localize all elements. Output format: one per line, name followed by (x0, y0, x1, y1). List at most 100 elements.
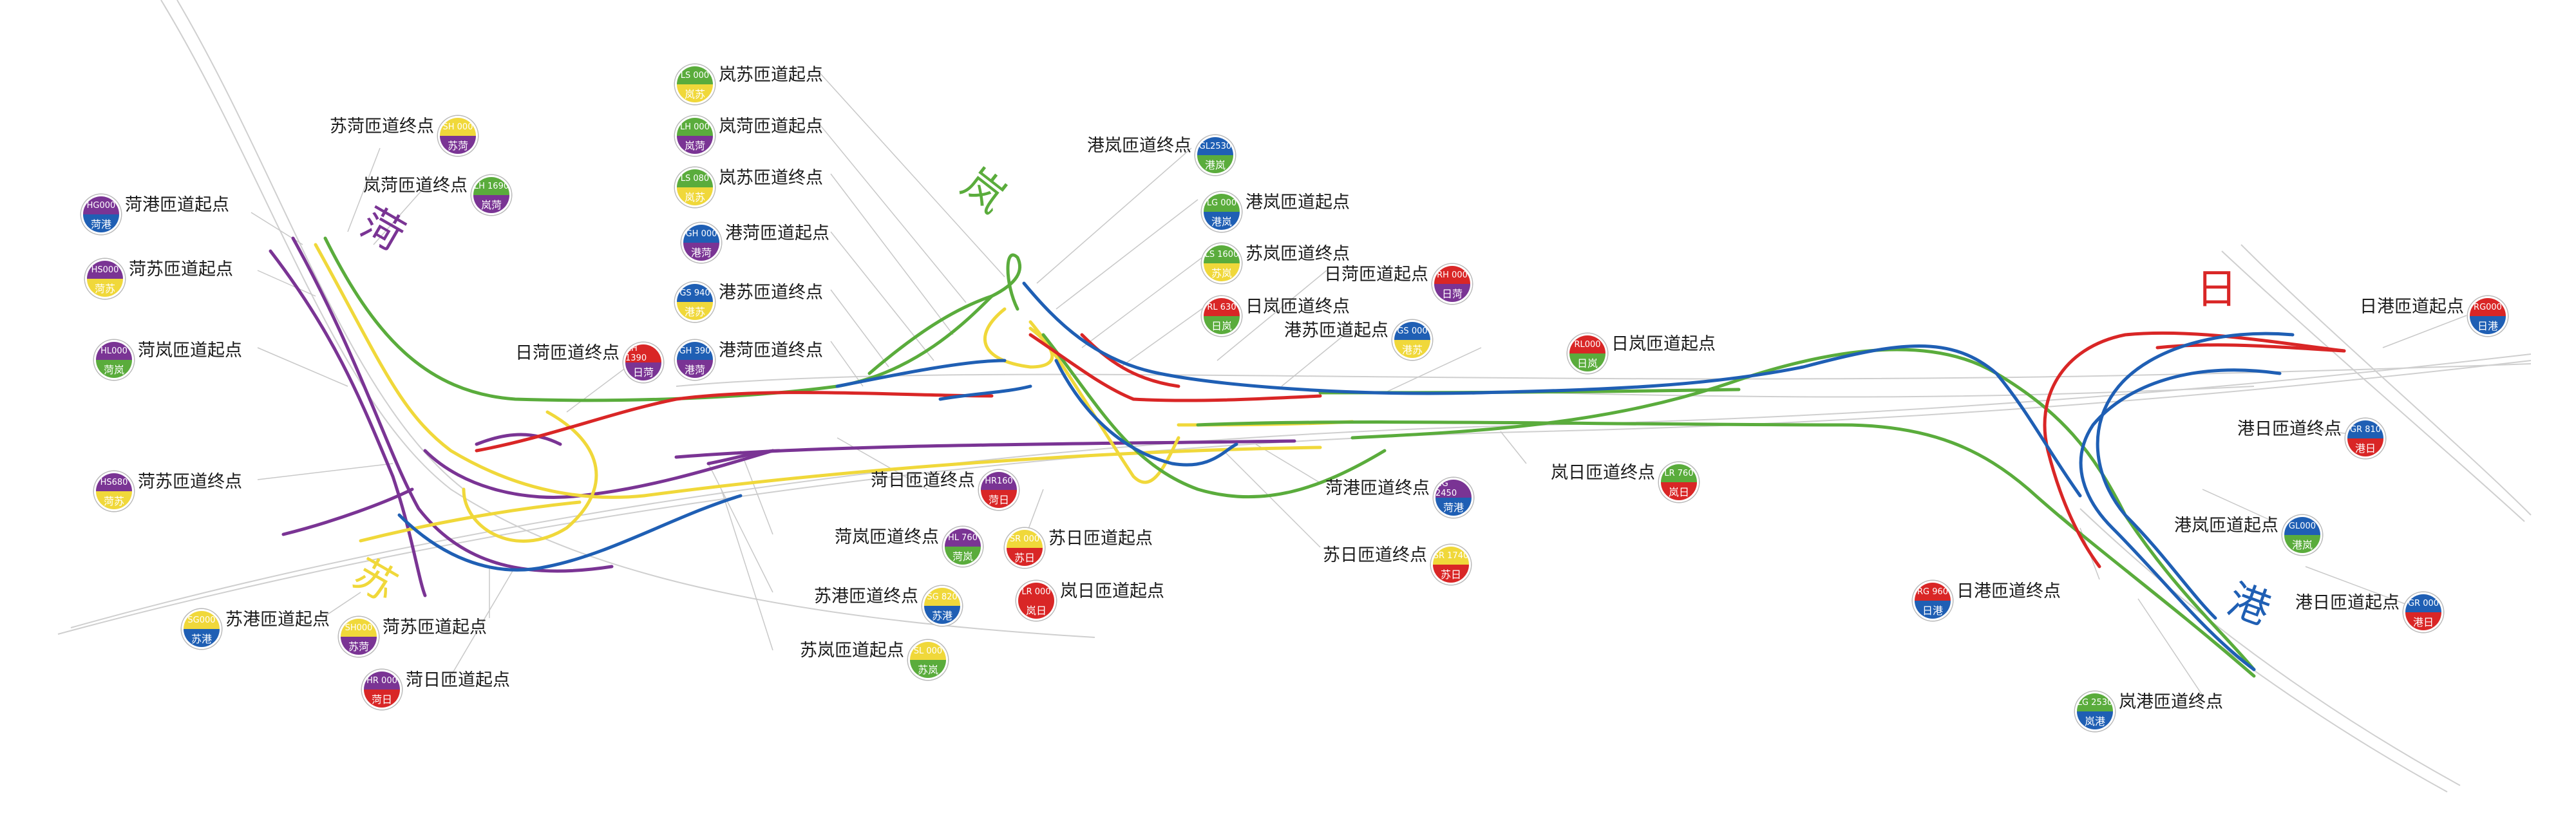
leader-line (740, 450, 773, 535)
mainline-edge (2221, 250, 2525, 522)
marker-direction: 日港 (1915, 601, 1951, 619)
ramp-marker-label: 岚日匝道终点 (1551, 463, 1655, 483)
leader-line (1255, 444, 1321, 484)
ramp-marker-label: 菏日匝道起点 (406, 670, 510, 690)
marker-code: LR 000 (1018, 583, 1054, 601)
marker-direction: 岚菏 (677, 136, 713, 154)
marker-code: SR 000 (1007, 530, 1043, 548)
ramp-marker-label: 港日匝道终点 (2237, 419, 2342, 439)
ramp-yellow (642, 446, 1322, 498)
marker-code: GR 000 (2405, 594, 2441, 612)
ramp-marker-label: 港苏匝道终点 (719, 283, 823, 303)
ramp-blue (2079, 368, 2282, 671)
marker-code: LS 000 (677, 66, 713, 84)
ramp-marker-label: 日岚匝道终点 (1245, 297, 1350, 317)
leader-line (1500, 431, 1527, 464)
marker-code: SG 820 (924, 588, 960, 606)
mainline-edge (160, 0, 1095, 638)
leader-line (1217, 270, 1327, 361)
ramp-marker-label: 菏港匝道起点 (125, 195, 229, 215)
marker-code: RH 000 (1434, 266, 1470, 284)
ramp-marker-label: 苏日匝道起点 (1048, 529, 1153, 549)
ramp-red (1080, 333, 1180, 388)
marker-direction: 菏岚 (96, 360, 132, 378)
leader-line (321, 592, 361, 619)
marker-direction: 港日 (2405, 612, 2441, 630)
ramp-marker-label: 岚苏匝道终点 (719, 168, 823, 188)
ramp-blue (2096, 332, 2295, 620)
marker-direction: 菏苏 (96, 491, 132, 509)
marker-direction: 港日 (2347, 438, 2383, 456)
marker-code: GL000 (2284, 517, 2320, 535)
leader-line (373, 186, 426, 245)
ramp-marker-label: 港菏匝道起点 (725, 223, 829, 243)
leader-line (721, 489, 773, 651)
leader-line (1281, 328, 1353, 387)
ramp-red (475, 391, 994, 453)
marker-direction: 苏日 (1433, 565, 1469, 583)
marker-direction: 日菏 (625, 362, 661, 380)
ramp-blue (1022, 281, 2082, 498)
marker-code: LH 000 (677, 118, 713, 136)
marker-direction: 日岚 (1569, 353, 1605, 371)
ramp-marker-label: 港日匝道起点 (2295, 593, 2400, 613)
marker-code: RH 1390 (625, 344, 661, 363)
marker-direction: 港岚 (1197, 155, 1233, 173)
leader-line (257, 463, 393, 480)
marker-code: RL000 (1569, 335, 1605, 353)
ramp-marker-label: 菏苏匝道起点 (129, 259, 233, 279)
ramp-marker-label: 岚苏匝道起点 (719, 65, 823, 85)
ramp-marker-label: 港菏匝道终点 (719, 341, 823, 361)
marker-direction: 岚苏 (677, 187, 713, 205)
ramp-purple (269, 249, 427, 597)
ramp-marker-label: 菏日匝道终点 (871, 471, 975, 491)
mainline-edge (2240, 244, 2532, 516)
leader-line (1036, 147, 1192, 284)
ramp-red (1028, 333, 1322, 402)
leader-line (450, 566, 516, 677)
marker-code: SH000 (341, 619, 377, 637)
leader-line (1223, 450, 1321, 548)
marker-direction: 港岚 (1204, 212, 1240, 230)
ramp-red (2043, 331, 2346, 568)
ramp-marker-label: 菏苏匝道终点 (138, 472, 242, 492)
marker-code: GL2530 (1197, 137, 1233, 155)
leader-line (830, 341, 864, 387)
mainline-edge (2079, 508, 2461, 786)
ramp-marker-label: 日菏匝道起点 (1324, 265, 1428, 285)
marker-direction: 日港 (2470, 316, 2506, 334)
leader-line (1081, 250, 1211, 348)
leader-line (347, 147, 381, 232)
ramp-green (990, 253, 1022, 311)
leader-line (830, 173, 954, 335)
marker-direction: 岚港 (2077, 711, 2113, 729)
marker-code: GS 940 (677, 284, 713, 302)
ramp-green (1196, 420, 2256, 678)
ramp-marker-label: 菏岚匝道终点 (835, 527, 939, 547)
ramp-marker-label: 港岚匝道起点 (2174, 516, 2278, 536)
marker-direction: 菏日 (364, 690, 400, 708)
ramp-marker-label: 港岚匝道起点 (1245, 193, 1350, 212)
leader-line (1056, 199, 1198, 310)
marker-code: SG000 (184, 611, 220, 629)
leader-line (2137, 598, 2203, 696)
leader-line (1120, 302, 1211, 368)
marker-code: RL 630 (1204, 298, 1240, 316)
marker-direction: 苏岚 (1204, 263, 1240, 281)
marker-code: LS 080 (677, 169, 713, 187)
ramp-marker-label: 苏岚匝道起点 (800, 641, 904, 661)
